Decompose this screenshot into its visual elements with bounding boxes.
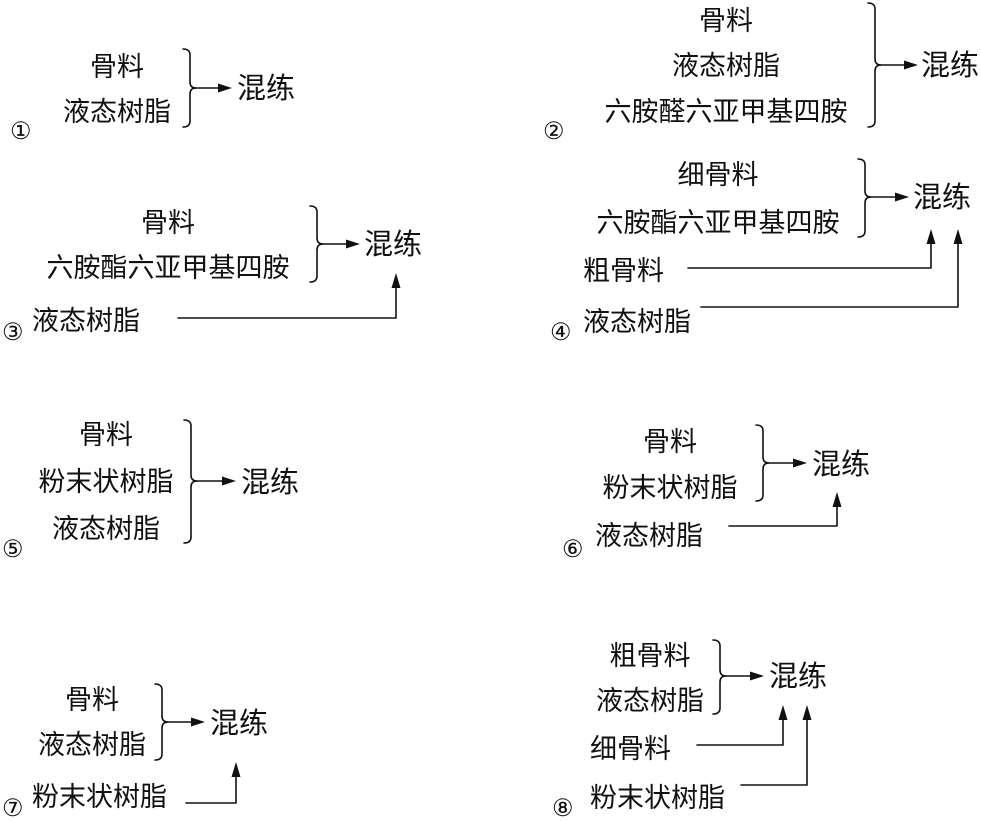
grouped-material: 骨料 (79, 420, 133, 451)
process-target: 混练 (241, 465, 299, 499)
process-target: 混练 (237, 71, 295, 105)
grouped-material: 六胺酯六亚甲基四胺 (597, 208, 840, 239)
flow-arrowhead (218, 83, 232, 93)
grouped-material: 粉末状树脂 (39, 467, 174, 498)
flow-arrowhead (832, 492, 842, 507)
later-material: 粗骨料 (583, 256, 664, 287)
later-feed-line (177, 287, 397, 319)
later-material: 液态树脂 (32, 306, 140, 337)
flow-arrowhead (793, 458, 807, 468)
grouped-material: 骨料 (90, 52, 144, 83)
flow-arrowhead (222, 476, 236, 486)
grouped-material: 液态树脂 (52, 514, 160, 545)
flow-arrowhead (346, 239, 360, 249)
process-target: 混练 (921, 48, 979, 82)
process-target: 混练 (769, 659, 827, 693)
grouping-brace (755, 424, 770, 502)
grouped-material: 粗骨料 (610, 641, 691, 672)
flow-5: 骨料 粉末状树脂 液态树脂 混练 ⑤ (2, 419, 299, 563)
grouped-material: 液态树脂 (596, 686, 704, 717)
later-material: 细骨料 (590, 734, 671, 765)
flow-arrowhead (953, 229, 963, 244)
grouped-material: 细骨料 (678, 160, 759, 191)
flow-6: 骨料 粉末状树脂 混练 液态树脂 ⑥ (562, 424, 870, 563)
flow-arrowhead (191, 717, 205, 727)
grouping-brace (712, 639, 727, 715)
flow-arrowhead (895, 192, 909, 202)
later-feed-line (728, 506, 838, 527)
later-material: 液态树脂 (583, 307, 691, 338)
later-feed-line (185, 776, 237, 804)
flow-4: 细骨料 六胺酯六亚甲基四胺 混练 粗骨料 液态树脂 ④ (550, 158, 971, 346)
grouped-material: 骨料 (65, 685, 119, 716)
later-material: 液态树脂 (595, 521, 703, 552)
process-target: 混练 (364, 227, 422, 261)
grouped-material: 六胺醛六亚甲基四胺 (605, 97, 848, 128)
grouping-brace (182, 48, 197, 128)
flow-8: 粗骨料 液态树脂 混练 细骨料 粉末状树脂 ⑧ (552, 639, 827, 821)
grouped-material: 骨料 (699, 6, 753, 37)
flow-1: 骨料 液态树脂 混练 ① (10, 48, 295, 145)
later-material: 粉末状树脂 (32, 782, 167, 813)
flow-number: ① (10, 117, 32, 145)
flow-arrowhead (231, 762, 241, 777)
flow-arrowhead (750, 671, 764, 681)
grouping-brace (309, 205, 324, 283)
flow-3: 骨料 六胺酯六亚甲基四胺 混练 液态树脂 ③ (2, 205, 422, 346)
later-material: 粉末状树脂 (590, 783, 725, 814)
grouped-material: 骨料 (643, 427, 697, 458)
flow-number: ③ (2, 318, 24, 346)
flow-arrowhead (802, 705, 812, 720)
flow-number: ② (543, 117, 565, 145)
grouping-brace (857, 158, 872, 238)
later-feed-line (687, 243, 932, 269)
later-feed-line (700, 243, 959, 308)
flow-number: ⑤ (2, 535, 24, 563)
grouped-material: 骨料 (141, 208, 195, 239)
process-target: 混练 (913, 180, 971, 214)
later-feed-line (696, 719, 784, 746)
process-target: 混练 (812, 447, 870, 481)
flow-2: 骨料 液态树脂 六胺醛六亚甲基四胺 混练 ② (543, 2, 979, 145)
grouping-brace (183, 419, 198, 544)
process-target: 混练 (210, 706, 268, 740)
grouped-material: 粉末状树脂 (603, 473, 738, 504)
flow-arrowhead (391, 273, 401, 288)
flow-number: ⑦ (2, 794, 24, 821)
grouped-material: 六胺酯六亚甲基四胺 (47, 253, 290, 284)
grouped-material: 液态树脂 (38, 730, 146, 761)
grouped-material: 液态树脂 (672, 51, 780, 82)
flow-7: 骨料 液态树脂 混练 粉末状树脂 ⑦ (2, 683, 268, 821)
flow-arrowhead (778, 705, 788, 720)
flow-number: ⑧ (552, 794, 574, 821)
later-feed-line (740, 719, 808, 786)
grouping-brace (867, 2, 882, 128)
flow-arrowhead (926, 229, 936, 244)
grouping-brace (154, 683, 169, 761)
flow-number: ⑥ (562, 535, 584, 563)
flow-number: ④ (550, 318, 572, 346)
grouped-material: 液态树脂 (63, 97, 171, 128)
flow-arrowhead (904, 60, 918, 70)
